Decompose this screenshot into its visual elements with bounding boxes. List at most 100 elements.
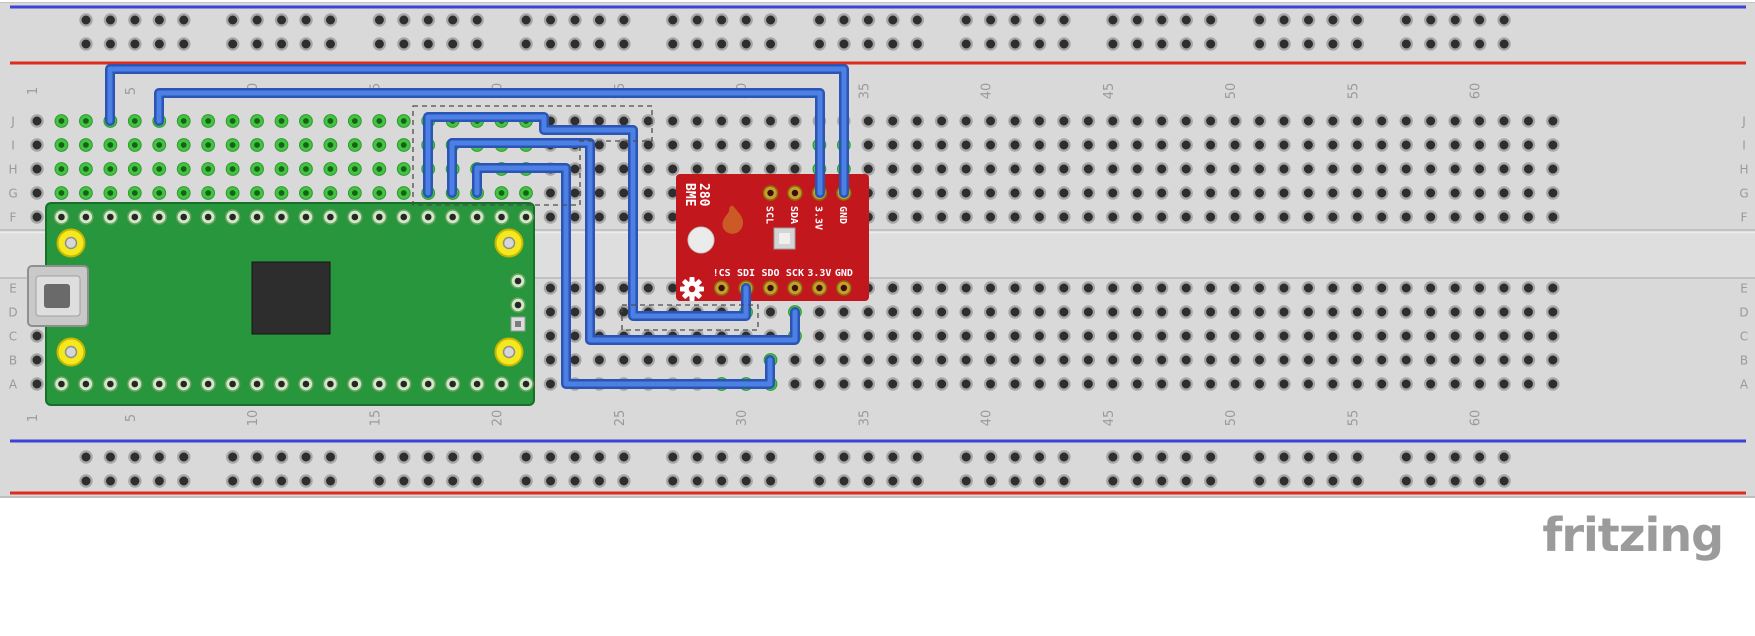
breadboard-hole[interactable] (861, 37, 876, 51)
breadboard-hole[interactable] (666, 474, 680, 488)
breadboard-hole[interactable] (1252, 377, 1267, 391)
breadboard-hole[interactable] (641, 138, 655, 152)
breadboard-hole[interactable] (397, 37, 411, 51)
breadboard-hole[interactable] (934, 329, 949, 343)
breadboard-hole[interactable] (910, 474, 925, 488)
breadboard-hole[interactable] (30, 162, 44, 176)
breadboard-hole[interactable] (1326, 114, 1340, 128)
breadboard-hole[interactable] (1399, 353, 1413, 367)
breadboard-hole[interactable] (983, 281, 998, 295)
breadboard-hole[interactable] (739, 138, 753, 152)
breadboard-hole[interactable] (1424, 13, 1438, 27)
breadboard-hole[interactable] (886, 450, 900, 464)
breadboard-hole[interactable] (1472, 353, 1487, 367)
breadboard-hole[interactable] (788, 162, 802, 176)
breadboard-hole[interactable] (1350, 186, 1365, 200)
breadboard-hole[interactable] (30, 186, 44, 200)
breadboard-hole[interactable] (983, 474, 998, 488)
breadboard-hole[interactable] (1228, 138, 1242, 152)
breadboard-hole[interactable] (1546, 162, 1560, 176)
breadboard-hole[interactable] (959, 138, 973, 152)
breadboard-hole[interactable] (592, 162, 607, 176)
breadboard-hole[interactable] (1423, 162, 1438, 176)
breadboard-hole[interactable] (1252, 281, 1267, 295)
breadboard-hole[interactable] (1424, 37, 1438, 51)
breadboard-hole[interactable] (886, 377, 900, 391)
breadboard-hole[interactable] (250, 450, 264, 464)
breadboard-hole[interactable] (1399, 281, 1413, 295)
breadboard-hole[interactable] (1081, 162, 1096, 176)
breadboard-hole[interactable] (1106, 281, 1120, 295)
breadboard-hole[interactable] (1423, 353, 1438, 367)
breadboard-hole[interactable] (152, 37, 167, 51)
breadboard-hole[interactable] (690, 162, 704, 176)
breadboard-hole[interactable] (837, 37, 851, 51)
breadboard-hole[interactable] (1252, 210, 1267, 224)
breadboard-hole[interactable] (1106, 114, 1120, 128)
breadboard-hole[interactable] (397, 450, 411, 464)
breadboard-hole[interactable] (543, 210, 558, 224)
breadboard-hole[interactable] (1301, 210, 1316, 224)
breadboard-hole[interactable] (1032, 450, 1047, 464)
breadboard-hole[interactable] (983, 450, 998, 464)
breadboard-hole[interactable] (1057, 186, 1071, 200)
breadboard-hole[interactable] (1546, 210, 1560, 224)
breadboard-hole[interactable] (910, 281, 924, 295)
breadboard-hole[interactable] (910, 13, 925, 27)
breadboard-hole[interactable] (225, 37, 240, 51)
breadboard-hole[interactable] (1154, 377, 1169, 391)
breadboard-hole[interactable] (617, 114, 631, 128)
breadboard-hole[interactable] (1472, 162, 1487, 176)
breadboard-hole[interactable] (886, 138, 900, 152)
breadboard-hole[interactable] (30, 114, 44, 128)
breadboard-hole[interactable] (1179, 186, 1193, 200)
breadboard-hole[interactable] (959, 329, 973, 343)
breadboard-hole[interactable] (592, 210, 607, 224)
breadboard-hole[interactable] (1521, 305, 1536, 319)
breadboard-hole[interactable] (1057, 281, 1071, 295)
breadboard-hole[interactable] (1130, 138, 1144, 152)
breadboard-hole[interactable] (1472, 377, 1487, 391)
breadboard-hole[interactable] (1350, 138, 1365, 152)
breadboard-hole[interactable] (446, 474, 460, 488)
breadboard-hole[interactable] (788, 138, 802, 152)
breadboard-hole[interactable] (1497, 353, 1511, 367)
breadboard-hole[interactable] (1179, 450, 1193, 464)
breadboard-hole[interactable] (886, 13, 900, 27)
breadboard-hole[interactable] (861, 353, 876, 367)
breadboard-hole[interactable] (1448, 114, 1462, 128)
breadboard-hole[interactable] (79, 450, 93, 464)
breadboard-hole[interactable] (1008, 13, 1022, 27)
breadboard-hole[interactable] (592, 114, 607, 128)
microcontroller-board[interactable] (27, 202, 535, 406)
breadboard-hole[interactable] (274, 13, 289, 27)
breadboard-hole[interactable] (1154, 138, 1169, 152)
breadboard-hole[interactable] (1399, 186, 1413, 200)
breadboard-hole[interactable] (739, 162, 753, 176)
breadboard-hole[interactable] (1130, 13, 1145, 27)
breadboard-hole[interactable] (103, 474, 118, 488)
breadboard-hole[interactable] (1497, 329, 1511, 343)
breadboard-hole[interactable] (1130, 377, 1144, 391)
breadboard-hole[interactable] (1130, 474, 1145, 488)
breadboard-hole[interactable] (959, 114, 973, 128)
breadboard-hole[interactable] (152, 13, 167, 27)
breadboard-hole[interactable] (1301, 305, 1316, 319)
breadboard-hole[interactable] (1350, 281, 1365, 295)
breadboard-hole[interactable] (1203, 377, 1218, 391)
breadboard-hole[interactable] (983, 377, 998, 391)
breadboard-hole[interactable] (1179, 353, 1193, 367)
breadboard-hole[interactable] (1008, 37, 1022, 51)
breadboard-hole[interactable] (1179, 329, 1193, 343)
breadboard-hole[interactable] (910, 114, 924, 128)
breadboard-hole[interactable] (1497, 186, 1511, 200)
breadboard-hole[interactable] (1252, 305, 1267, 319)
breadboard-hole[interactable] (1130, 37, 1145, 51)
breadboard-hole[interactable] (1057, 305, 1071, 319)
breadboard-hole[interactable] (763, 162, 778, 176)
breadboard-hole[interactable] (1203, 281, 1218, 295)
breadboard-hole[interactable] (1179, 37, 1193, 51)
breadboard-hole[interactable] (568, 13, 582, 27)
breadboard-hole[interactable] (1032, 13, 1047, 27)
breadboard-hole[interactable] (1008, 450, 1022, 464)
